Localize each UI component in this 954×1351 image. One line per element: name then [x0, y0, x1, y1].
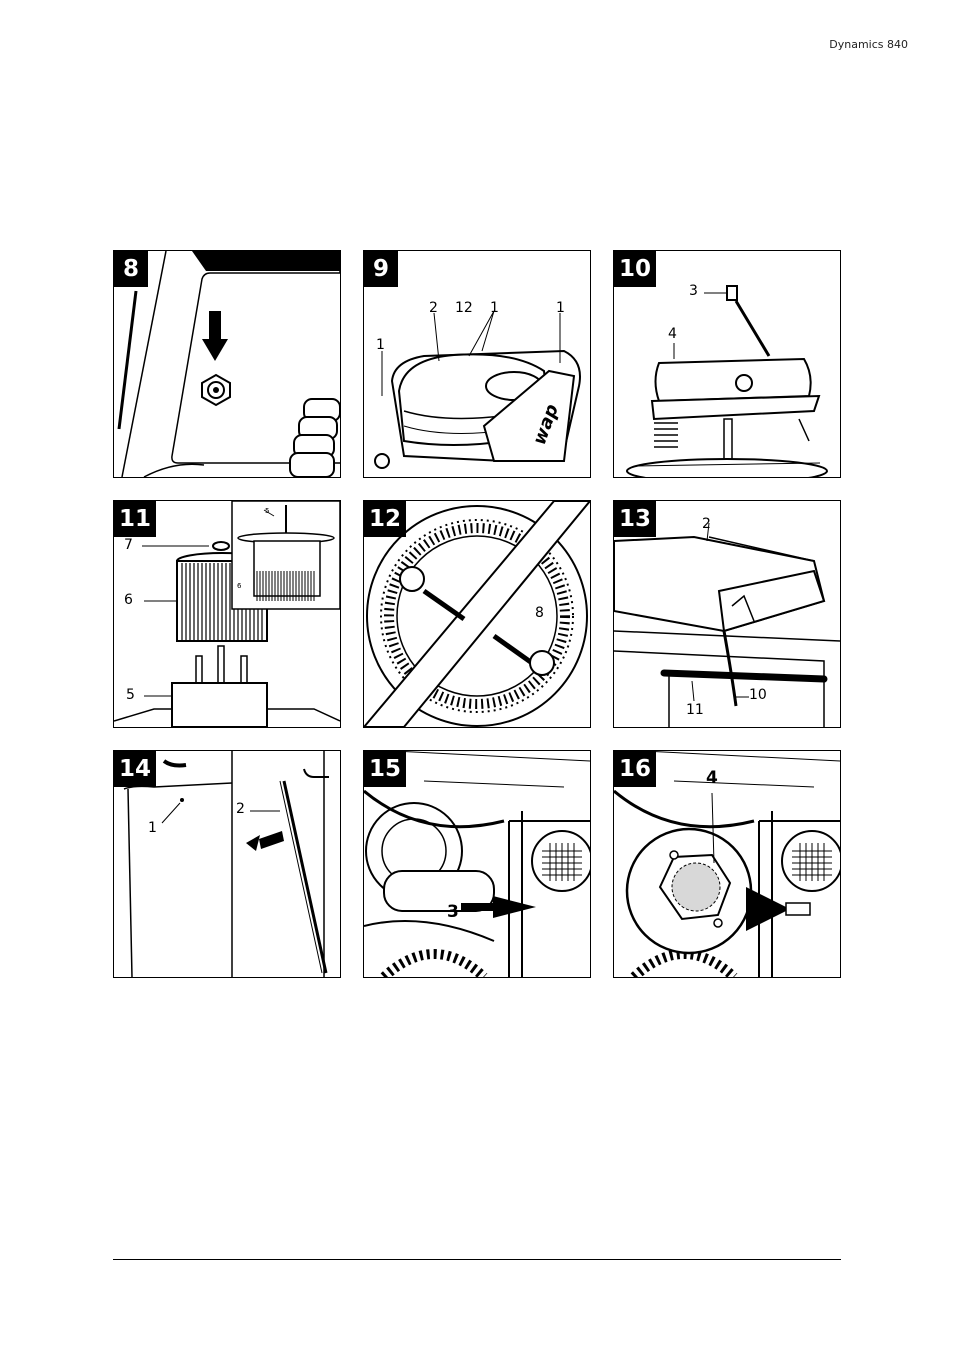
figure-panel-12: 12 8	[363, 500, 591, 728]
figure-number: 16	[614, 751, 657, 787]
callout-label: 4	[668, 326, 677, 342]
illustration-motor-detail	[614, 751, 840, 977]
figure-number: 9	[364, 251, 398, 287]
figure-panel-14: 14 1 2	[113, 750, 341, 978]
illustration-filter-screen	[364, 501, 590, 727]
figure-panel-11: 11 7	[113, 500, 341, 728]
illustration-motor-compartment	[364, 751, 590, 977]
figure-number: 12	[364, 501, 407, 537]
figure-panel-13: 13 2 11 10	[613, 500, 841, 728]
illustration-drain-plug	[117, 251, 340, 477]
callout-label: 10	[749, 687, 767, 703]
callout-label: 12	[455, 300, 473, 316]
illustration-filter-cartridge	[114, 501, 340, 727]
inset-label: 6	[237, 582, 242, 590]
footer-rule	[113, 1259, 841, 1260]
figure-panel-9: 9 wap 1 2 12 1 1	[363, 250, 591, 478]
callout-label: 2	[236, 801, 245, 817]
illustration-tilt-motor-head	[614, 522, 840, 727]
callout-label: 5	[126, 687, 135, 703]
callout-label: 1	[148, 820, 157, 836]
callout-label: 3	[447, 902, 459, 922]
figure-panel-15: 15 3	[363, 750, 591, 978]
callout-label: 1	[556, 300, 565, 316]
callout-label: 7	[124, 537, 133, 553]
illustration-motor-head: wap	[374, 310, 581, 469]
figure-number: 11	[114, 501, 157, 537]
callout-label: 1	[376, 337, 385, 353]
figure-number: 15	[364, 751, 407, 787]
callout-label: 11	[686, 702, 704, 718]
callout-label: 2	[429, 300, 438, 316]
inset-label: 5	[265, 507, 270, 515]
figure-number: 10	[614, 251, 657, 287]
callout-label: 6	[124, 592, 133, 608]
callout-label: 3	[689, 283, 698, 299]
callout-label: 8	[535, 605, 544, 621]
page-header: Dynamics 840	[829, 38, 908, 51]
figure-panel-16: 16 4	[613, 750, 841, 978]
figure-number: 8	[114, 251, 148, 287]
illustration-lift-motor-head	[626, 285, 828, 477]
callout-label: 1	[490, 300, 499, 316]
figure-panel-8: 8	[113, 250, 341, 478]
figure-panel-10: 10 3 4	[613, 250, 841, 478]
illustration-remove-cover	[123, 751, 329, 977]
figure-number: 13	[614, 501, 657, 537]
callout-label: 2	[702, 516, 711, 532]
callout-label: 4	[706, 768, 718, 788]
figure-number: 14	[114, 751, 157, 787]
